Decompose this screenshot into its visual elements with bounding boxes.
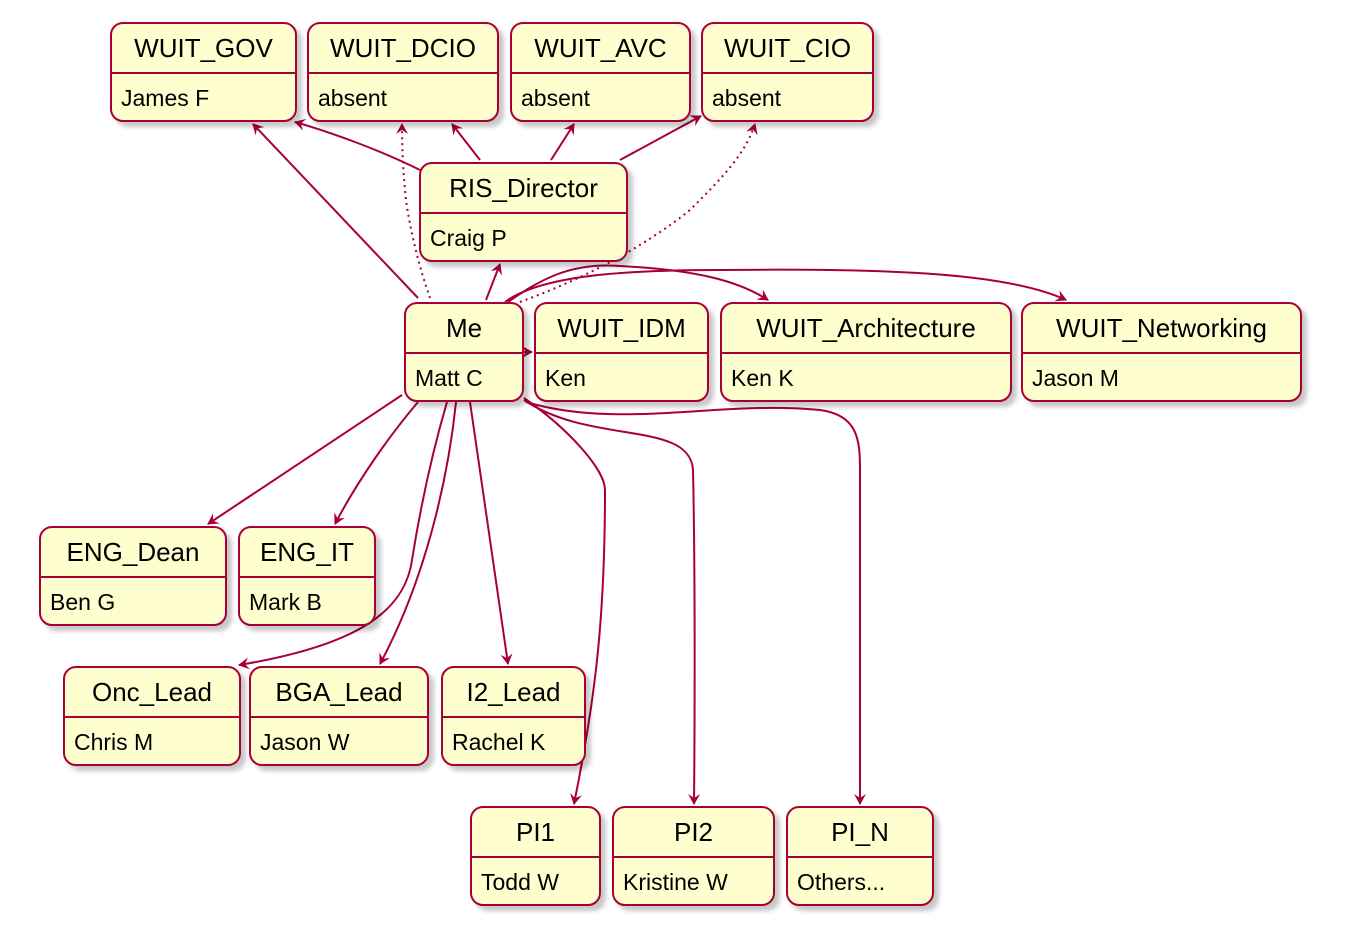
edge-me-to-i2 bbox=[469, 401, 513, 665]
node-title: PI_N bbox=[788, 808, 932, 858]
node-description: Todd W bbox=[481, 869, 559, 895]
node-description: absent bbox=[521, 85, 591, 111]
edge-me-to-pi1 bbox=[523, 397, 607, 805]
node-title: I2_Lead bbox=[443, 668, 584, 718]
node-description: absent bbox=[712, 85, 782, 111]
node-title: WUIT_IDM bbox=[536, 304, 707, 354]
node-title: Me bbox=[406, 304, 522, 354]
node-description: absent bbox=[318, 85, 388, 111]
node-description: Craig P bbox=[430, 225, 507, 251]
node-title: WUIT_CIO bbox=[703, 24, 872, 74]
node-description: Rachel K bbox=[452, 729, 546, 755]
edge-ris-to-dcio bbox=[451, 123, 481, 161]
node-title: RIS_Director bbox=[421, 164, 626, 214]
node-me: Me Matt C bbox=[404, 302, 524, 402]
edge-me-to-pin bbox=[525, 401, 866, 805]
edge-ris-to-cio bbox=[619, 115, 702, 161]
edge-me-to-ris bbox=[485, 263, 502, 301]
node-wuit-avc: WUIT_AVC absent bbox=[510, 22, 691, 122]
node-description: Others... bbox=[797, 869, 886, 895]
edge-ris-to-avc bbox=[550, 123, 575, 161]
node-description: Matt C bbox=[415, 365, 483, 391]
edge-me-to-onc bbox=[238, 401, 448, 670]
node-onc-lead: Onc_Lead Chris M bbox=[63, 666, 241, 766]
edge-me-to-gov bbox=[252, 123, 419, 299]
node-wuit-cio: WUIT_CIO absent bbox=[701, 22, 874, 122]
node-description: Mark B bbox=[249, 589, 322, 615]
edge-me-to-pi2 bbox=[523, 399, 701, 805]
node-title: BGA_Lead bbox=[251, 668, 427, 718]
node-wuit-networking: WUIT_Networking Jason M bbox=[1021, 302, 1302, 402]
node-title: PI1 bbox=[472, 808, 599, 858]
node-title: WUIT_GOV bbox=[112, 24, 295, 74]
node-title: ENG_Dean bbox=[41, 528, 225, 578]
edge-me-to-bga bbox=[379, 401, 457, 665]
node-description: Ben G bbox=[50, 589, 116, 615]
node-pi1: PI1 Todd W bbox=[470, 806, 601, 906]
node-wuit-gov: WUIT_GOV James F bbox=[110, 22, 297, 122]
edge-me-to-net bbox=[504, 268, 1067, 303]
node-description: Ken K bbox=[731, 365, 794, 391]
node-i2-lead: I2_Lead Rachel K bbox=[441, 666, 586, 766]
edge-ris-to-gov bbox=[294, 118, 421, 171]
node-bga-lead: BGA_Lead Jason W bbox=[249, 666, 429, 766]
node-description: Jason M bbox=[1032, 365, 1119, 391]
node-description: James F bbox=[121, 85, 210, 111]
node-pi-n: PI_N Others... bbox=[786, 806, 934, 906]
node-pi2: PI2 Kristine W bbox=[612, 806, 775, 906]
node-description: Kristine W bbox=[623, 869, 728, 895]
node-wuit-dcio: WUIT_DCIO absent bbox=[307, 22, 499, 122]
node-description: Chris M bbox=[74, 729, 154, 755]
node-eng-it: ENG_IT Mark B bbox=[238, 526, 376, 626]
node-wuit-idm: WUIT_IDM Ken bbox=[534, 302, 709, 402]
node-title: WUIT_DCIO bbox=[309, 24, 497, 74]
node-wuit-architecture: WUIT_Architecture Ken K bbox=[720, 302, 1012, 402]
node-description: Ken bbox=[545, 365, 586, 391]
edge-me-to-engit bbox=[334, 401, 419, 525]
node-title: WUIT_Architecture bbox=[722, 304, 1010, 354]
node-title: WUIT_Networking bbox=[1023, 304, 1300, 354]
edge-me-to-cio bbox=[519, 123, 758, 303]
node-ris-director: RIS_Director Craig P bbox=[419, 162, 628, 262]
node-title: PI2 bbox=[614, 808, 773, 858]
edge-me-to-engd bbox=[207, 394, 403, 525]
node-description: Jason W bbox=[260, 729, 350, 755]
node-title: ENG_IT bbox=[240, 528, 374, 578]
edge-me-to-arch bbox=[507, 264, 769, 303]
node-title: WUIT_AVC bbox=[512, 24, 689, 74]
node-title: Onc_Lead bbox=[65, 668, 239, 718]
node-eng-dean: ENG_Dean Ben G bbox=[39, 526, 227, 626]
